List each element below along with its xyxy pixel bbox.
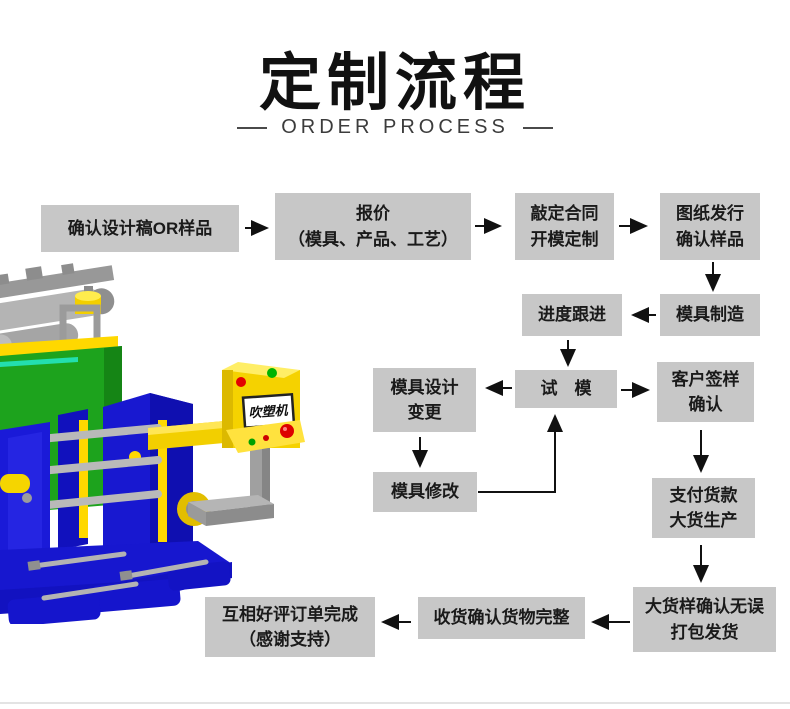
step-label: 模具设计 [390,377,459,397]
control-pendant: 吹塑机 [222,362,305,453]
step-bulk-confirm-ship: 大货样确认无误 打包发货 [633,587,776,652]
step-label: 报价 [356,204,390,223]
step-label: 试 模 [540,379,592,399]
step-label: 互相好评订单完成 [222,604,358,624]
step-customer-sign: 客户签样 确认 [657,362,754,422]
page-subtitle: ORDER PROCESS [281,116,509,138]
step-label: 开模定制 [530,229,599,249]
arrow-moldfix-to-trial [478,414,563,493]
step-label: 模具修改 [391,482,459,502]
step-progress-follow: 进度跟进 [522,294,622,336]
step-label: 模具制造 [676,305,744,325]
pendant-arm-highlight [148,421,224,435]
step-label: （感谢支持） [239,630,341,649]
step-label: 大货生产 [669,511,738,530]
subtitle-dash-right [522,126,553,129]
pendant-red-button-top [236,377,246,387]
step-payment-production: 支付货款 大货生产 [652,478,755,538]
step-label: 支付货款 [669,485,738,505]
page-title: 定制流程 [258,49,531,118]
machine-illustration: 吹塑机 [0,263,305,624]
step-mold-design-change: 模具设计 变更 [373,368,476,432]
step-drawing-release: 图纸发行 确认样品 [660,193,760,260]
step-label: 收货确认货物完整 [433,608,570,628]
pendant-bracket [188,446,274,526]
bottom-divider [0,702,790,704]
step-contract: 敲定合同 开模定制 [515,193,614,260]
step-label: 确认 [688,395,723,414]
step-label: 敲定合同 [530,204,599,223]
step-label: 确认设计稿OR样品 [67,218,213,238]
step-label: 图纸发行 [676,204,744,223]
step-mold-fix: 模具修改 [373,472,477,512]
step-label: 进度跟进 [538,305,606,325]
step-mold-manufacture: 模具制造 [660,294,760,336]
pendant-green-button-top [267,368,277,378]
step-label: 大货样确认无误 [645,597,764,616]
step-review-complete: 互相好评订单完成 （感谢支持） [205,597,375,657]
step-trial-mold: 试 模 [515,370,617,408]
step-label: 客户签样 [671,369,740,389]
step-label: 打包发货 [670,622,739,642]
step-label: 确认样品 [676,229,744,249]
page-subtitle-row: ORDER PROCESS [0,116,790,139]
step-receive-goods: 收货确认货物完整 [418,597,585,639]
pendant-green-button [248,438,256,446]
pendant-red-button-big [280,424,294,438]
step-confirm-design: 确认设计稿OR样品 [41,205,239,252]
step-quote: 报价 （模具、产品、工艺） [275,193,471,260]
subtitle-dash-left [237,126,268,129]
step-label: 变更 [407,403,442,422]
pendant-red-button-small [263,435,269,441]
machine-panel-label: 吹塑机 [248,403,289,421]
step-label: （模具、产品、工艺） [288,229,458,249]
machine-base [0,541,232,624]
